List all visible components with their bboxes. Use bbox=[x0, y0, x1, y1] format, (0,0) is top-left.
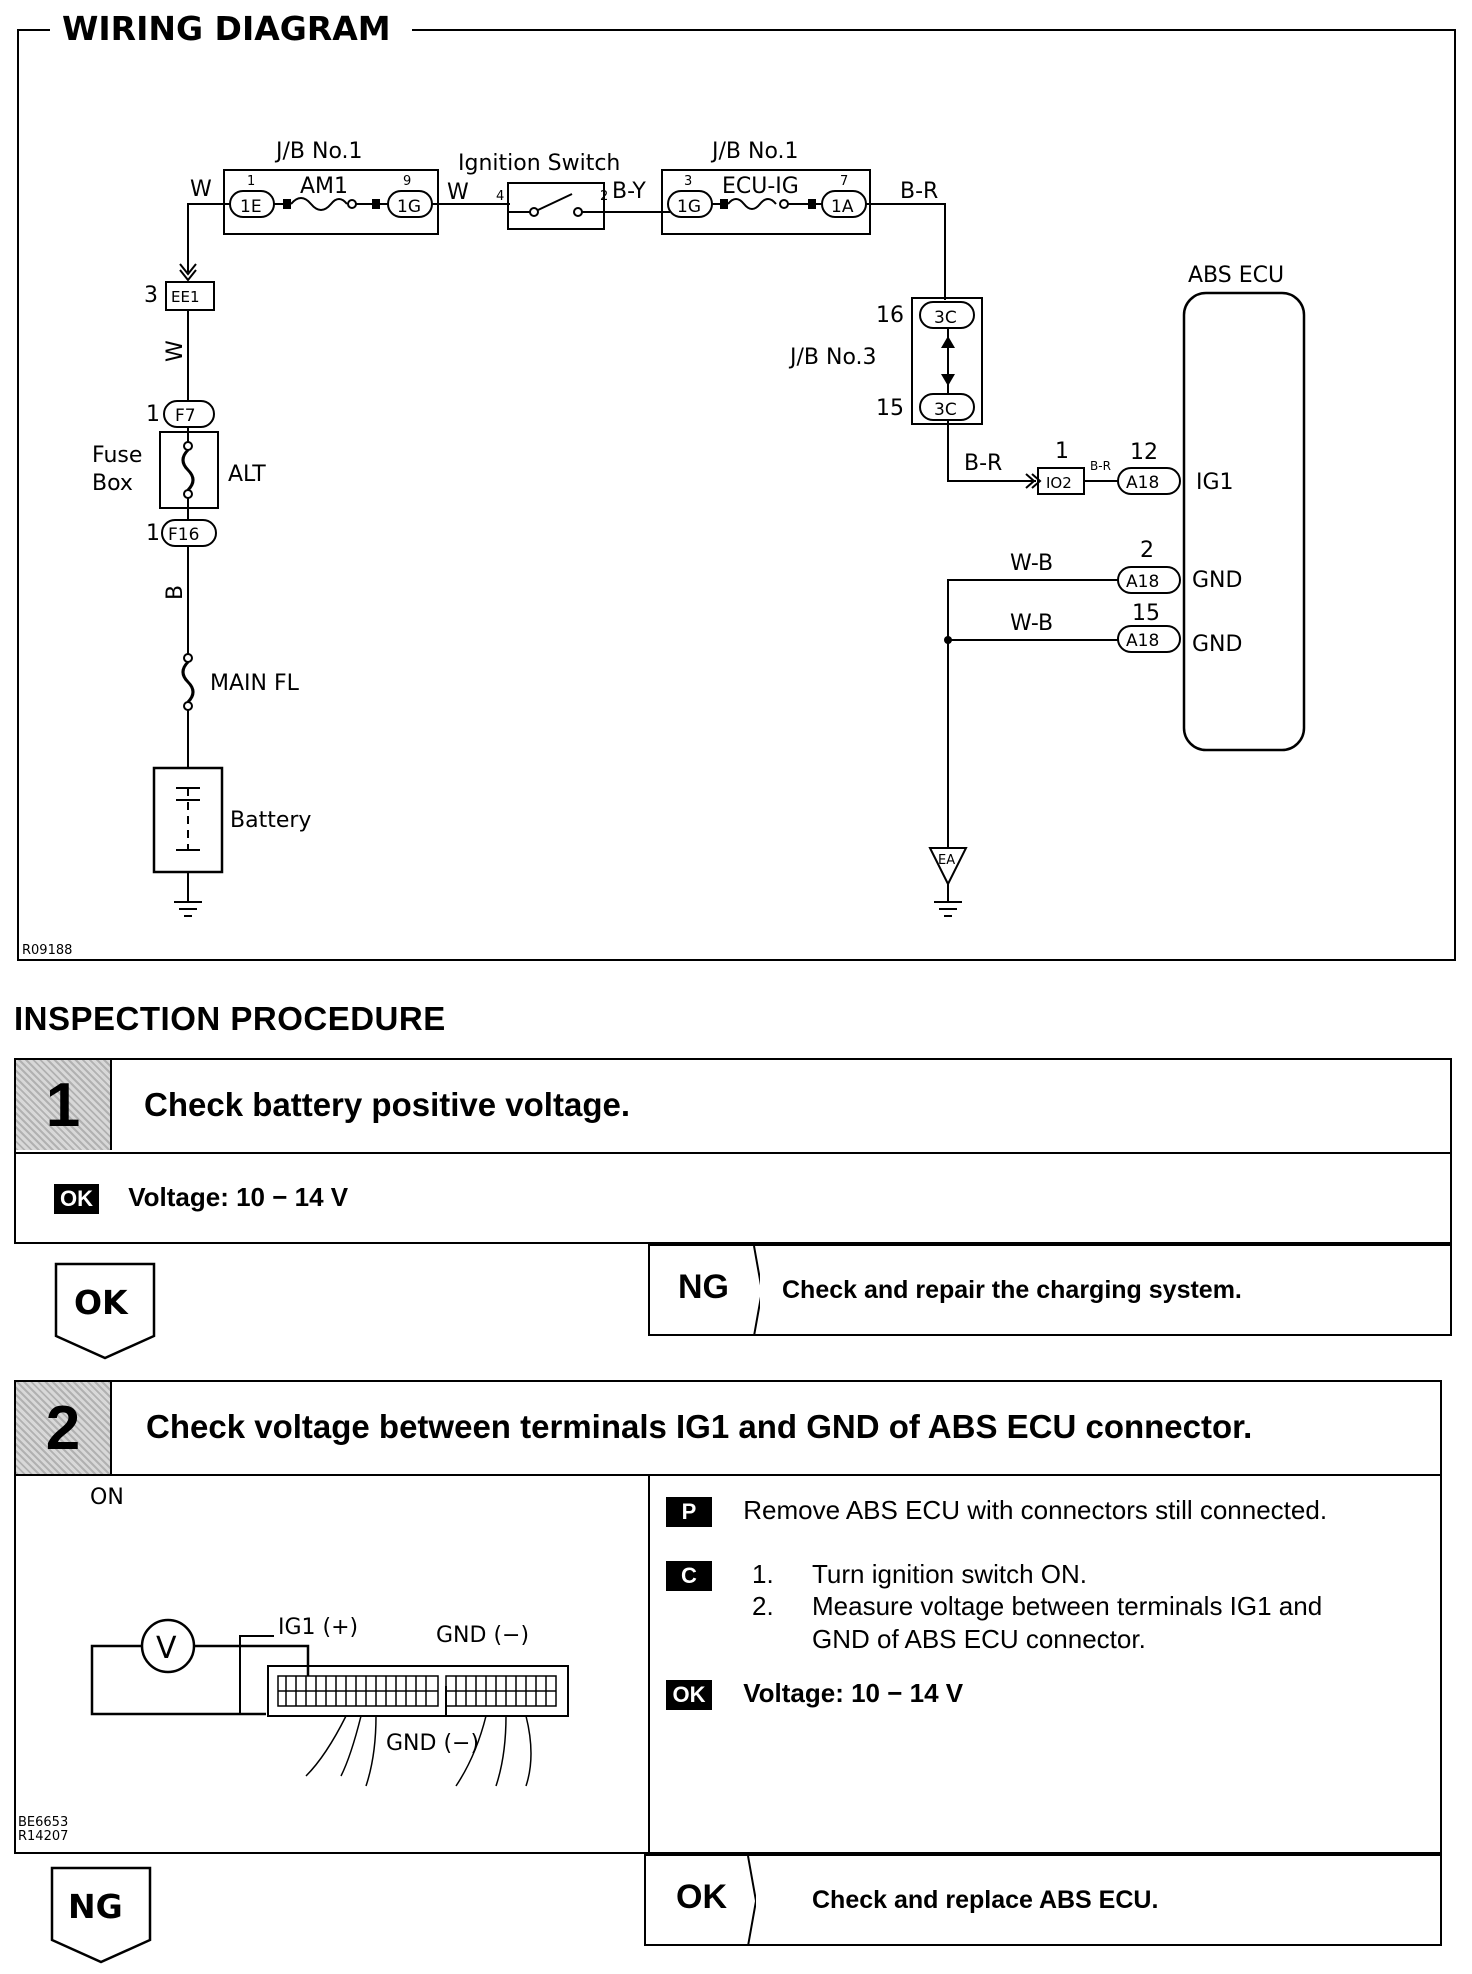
step1-ok-arrow: OK bbox=[54, 1262, 156, 1360]
svg-text:EA: EA bbox=[938, 853, 955, 868]
svg-text:B-R: B-R bbox=[900, 179, 938, 204]
jb1-left-box bbox=[223, 169, 439, 235]
c-tag: C bbox=[666, 1561, 712, 1591]
step2-figure: ON V IG1 (+) GND (−) GND (−) BE6653 R142… bbox=[18, 1485, 569, 1844]
step1-box: 1 Check battery positive voltage. OK Vol… bbox=[14, 1058, 1452, 1244]
svg-text:B-R: B-R bbox=[1090, 459, 1111, 473]
abs-ecu-box bbox=[1182, 291, 1306, 752]
jb1-left-label: J/B No.1 bbox=[274, 139, 363, 164]
jb3-label: J/B No.3 bbox=[788, 345, 877, 370]
step2-ok-label: OK bbox=[676, 1878, 727, 1916]
step1-ng-box: NG Check and repair the charging system. bbox=[648, 1244, 1452, 1336]
svg-text:Fuse: Fuse bbox=[92, 443, 142, 468]
svg-text:1G: 1G bbox=[397, 197, 421, 217]
svg-text:3C: 3C bbox=[934, 308, 957, 328]
svg-text:2: 2 bbox=[600, 189, 608, 204]
step1-ok-spec: OK Voltage: 10 − 14 V bbox=[54, 1182, 348, 1214]
svg-text:A18: A18 bbox=[1126, 473, 1159, 493]
abs-ecu-label: ABS ECU bbox=[1188, 263, 1284, 288]
svg-text:1: 1 bbox=[146, 402, 160, 427]
svg-text:15: 15 bbox=[876, 396, 904, 421]
svg-text:7: 7 bbox=[840, 174, 848, 189]
svg-text:F16: F16 bbox=[168, 525, 199, 545]
svg-text:B-Y: B-Y bbox=[612, 179, 646, 204]
jb1-right-label: J/B No.1 bbox=[710, 139, 799, 164]
svg-text:ALT: ALT bbox=[228, 462, 266, 487]
step2-ok-spec: OK Voltage: 10 − 14 V bbox=[666, 1678, 963, 1710]
fuse-ecu-ig-label: ECU-IG bbox=[722, 174, 799, 199]
svg-text:GND (−): GND (−) bbox=[386, 1731, 479, 1756]
fuse-am1-label: AM1 bbox=[300, 174, 348, 199]
svg-text:16: 16 bbox=[876, 303, 904, 328]
svg-text:12: 12 bbox=[1130, 440, 1158, 465]
svg-text:B: B bbox=[163, 585, 188, 600]
wiring-diagram: WIRING DIAGRAM J/B No.1 1E 1 1G 9 AM1 W … bbox=[17, 9, 1456, 961]
step2-title: Check voltage between terminals IG1 and … bbox=[146, 1408, 1253, 1445]
svg-text:OK: OK bbox=[74, 1283, 129, 1322]
svg-text:NG: NG bbox=[68, 1887, 123, 1926]
step2-c-item2: Measure voltage between terminals IG1 an… bbox=[812, 1591, 1323, 1621]
svg-text:IG1: IG1 bbox=[1196, 470, 1234, 495]
svg-text:V: V bbox=[156, 1631, 177, 1666]
ok-tag-2: OK bbox=[666, 1680, 712, 1710]
step2-ok-action: Check and replace ABS ECU. bbox=[812, 1886, 1159, 1914]
svg-text:1G: 1G bbox=[677, 197, 701, 217]
connector-ee1 bbox=[165, 281, 215, 311]
diagram-ref-code: R09188 bbox=[22, 943, 72, 958]
svg-text:ON: ON bbox=[90, 1485, 124, 1510]
svg-text:W: W bbox=[447, 180, 469, 205]
svg-text:W: W bbox=[163, 340, 188, 362]
svg-text:BE6653: BE6653 bbox=[18, 1815, 68, 1830]
svg-text:EE1: EE1 bbox=[171, 288, 200, 306]
svg-text:W-B: W-B bbox=[1010, 611, 1053, 636]
svg-text:9: 9 bbox=[403, 174, 411, 189]
step2-number: 2 bbox=[16, 1382, 112, 1474]
svg-text:1: 1 bbox=[1055, 439, 1069, 464]
svg-text:GND (−): GND (−) bbox=[436, 1623, 529, 1648]
svg-text:W: W bbox=[190, 177, 212, 202]
svg-text:3C: 3C bbox=[934, 400, 957, 420]
battery-label: Battery bbox=[230, 808, 311, 833]
step2-c-item2b: GND of ABS ECU connector. bbox=[812, 1624, 1146, 1654]
ignition-switch-box bbox=[507, 182, 605, 230]
svg-text:IG1 (+): IG1 (+) bbox=[278, 1615, 358, 1640]
step1-number: 1 bbox=[16, 1060, 112, 1150]
svg-text:3: 3 bbox=[144, 283, 158, 308]
step2-box: 2 Check voltage between terminals IG1 an… bbox=[14, 1380, 1442, 1854]
svg-text:3: 3 bbox=[684, 174, 692, 189]
svg-text:IO2: IO2 bbox=[1046, 474, 1072, 492]
svg-text:A18: A18 bbox=[1126, 572, 1159, 592]
inspection-heading: INSPECTION PROCEDURE bbox=[14, 1000, 446, 1037]
svg-text:2: 2 bbox=[1140, 538, 1154, 563]
svg-text:GND: GND bbox=[1192, 568, 1242, 593]
svg-text:1: 1 bbox=[247, 174, 255, 189]
svg-text:GND: GND bbox=[1192, 632, 1242, 657]
connector-1e-label: 1E bbox=[240, 197, 262, 217]
step2-p-row: P Remove ABS ECU with connectors still c… bbox=[666, 1494, 1327, 1527]
step1-ng-label: NG bbox=[678, 1268, 729, 1306]
svg-text:B-R: B-R bbox=[964, 451, 1002, 476]
svg-text:1: 1 bbox=[146, 521, 160, 546]
main-fl-label: MAIN FL bbox=[210, 671, 300, 696]
step2-c-item1: Turn ignition switch ON. bbox=[812, 1559, 1088, 1589]
ok-tag: OK bbox=[54, 1184, 99, 1214]
svg-text:F7: F7 bbox=[175, 406, 196, 426]
svg-text:W-B: W-B bbox=[1010, 551, 1053, 576]
step2-ng-arrow: NG bbox=[50, 1866, 152, 1964]
jb1-right-box bbox=[661, 169, 871, 235]
svg-text:4: 4 bbox=[496, 189, 504, 204]
ignition-switch-label: Ignition Switch bbox=[458, 151, 620, 176]
step2-ok-box: OK Check and replace ABS ECU. bbox=[644, 1854, 1442, 1946]
svg-text:R14207: R14207 bbox=[18, 1829, 68, 1844]
wiring-title: WIRING DIAGRAM bbox=[62, 9, 391, 48]
step1-title: Check battery positive voltage. bbox=[144, 1086, 630, 1123]
abs-ecu-connector bbox=[267, 1665, 569, 1717]
svg-text:1A: 1A bbox=[831, 197, 854, 217]
step1-ng-action: Check and repair the charging system. bbox=[782, 1276, 1242, 1304]
step2-c-row: C bbox=[666, 1558, 712, 1591]
svg-text:Box: Box bbox=[92, 471, 133, 496]
svg-text:A18: A18 bbox=[1126, 631, 1159, 651]
svg-text:15: 15 bbox=[1132, 601, 1160, 626]
p-tag: P bbox=[666, 1497, 712, 1527]
